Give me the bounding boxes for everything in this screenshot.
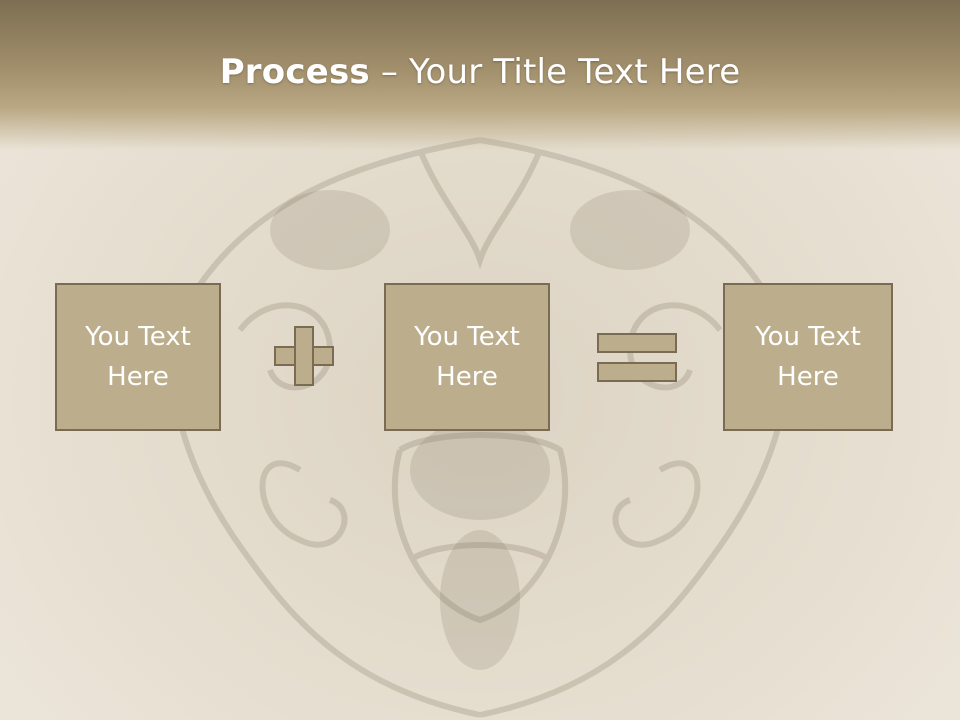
- title-strong: Process: [219, 52, 370, 92]
- process-box-3[interactable]: You Text Here: [723, 283, 893, 431]
- equals-icon-bottom-bar: [597, 362, 677, 382]
- process-box-2[interactable]: You Text Here: [384, 283, 550, 431]
- title-bar: [0, 0, 960, 150]
- slide-title: Process – Your Title Text Here: [0, 52, 960, 92]
- equals-icon-top-bar: [597, 333, 677, 353]
- plus-icon-center: [296, 348, 312, 364]
- process-box-1-text: You Text Here: [85, 322, 191, 392]
- process-box-3-text: You Text Here: [755, 322, 861, 392]
- process-box-1[interactable]: You Text Here: [55, 283, 221, 431]
- title-rest: – Your Title Text Here: [369, 52, 741, 92]
- process-box-2-text: You Text Here: [414, 322, 520, 392]
